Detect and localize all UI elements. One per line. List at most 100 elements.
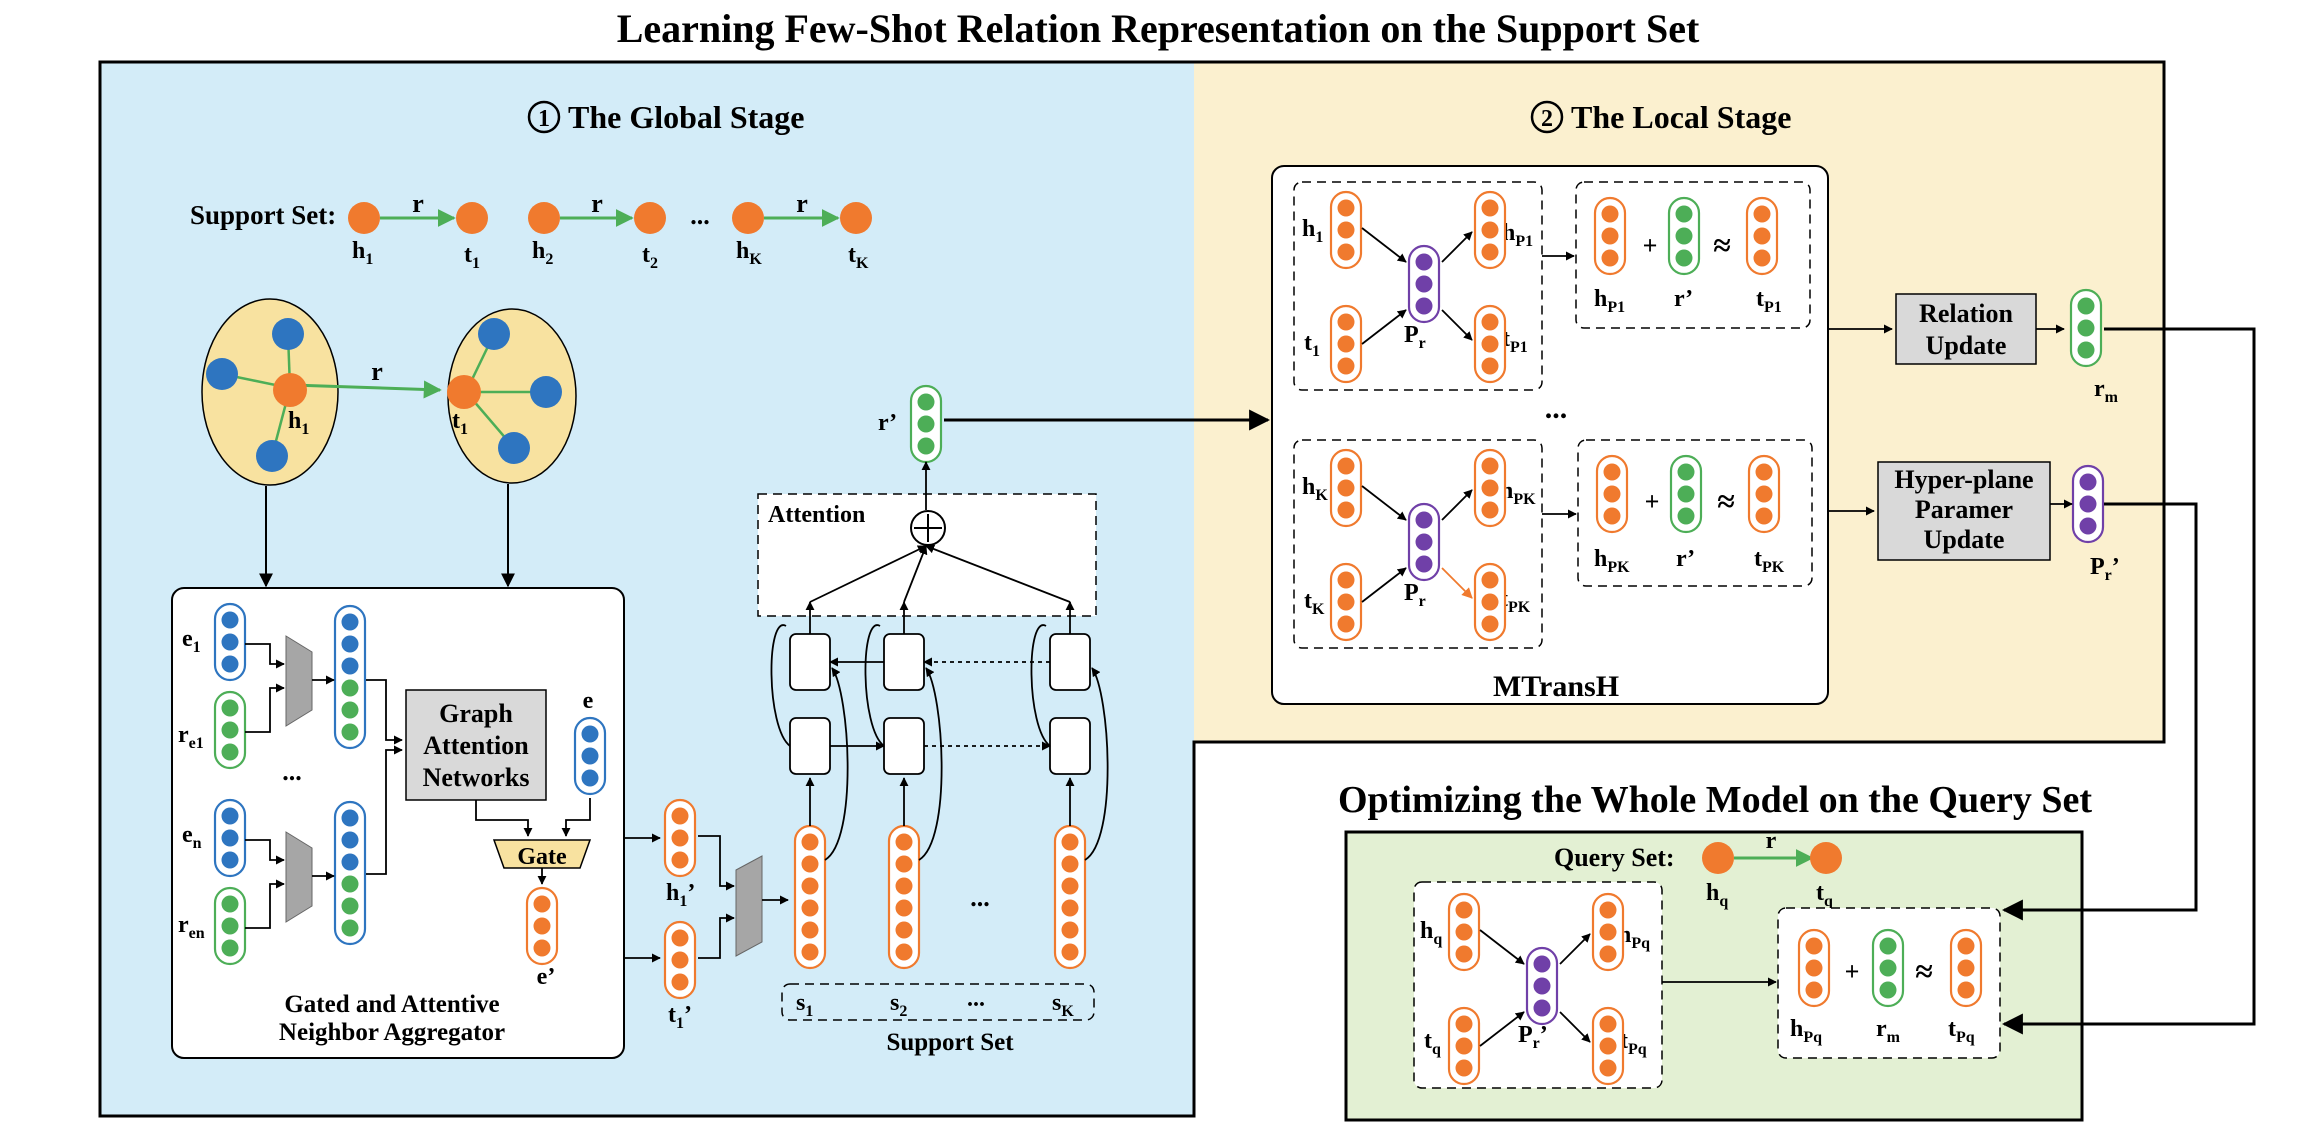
gat-label-line1: Graph — [439, 699, 513, 728]
embedding-unit — [341, 875, 359, 893]
s2-label: s2 — [890, 990, 907, 1020]
support-head-label: h1 — [352, 238, 373, 268]
r-prime-label: r’ — [878, 410, 897, 436]
embedding-unit — [1061, 877, 1079, 895]
embedding-unit — [1455, 945, 1473, 963]
hyperplane-update-line3: Update — [1924, 525, 2005, 554]
embedding-unit — [2077, 341, 2095, 359]
from-hyperplane-link — [1559, 933, 1591, 965]
embedding-unit — [1481, 221, 1499, 239]
embedding-unit — [895, 855, 913, 873]
to-hyperplane-link — [1361, 485, 1407, 521]
embedding-unit — [221, 939, 239, 957]
embedding-unit — [533, 895, 551, 913]
query-t-label: tq — [1816, 880, 1833, 910]
head-symbol: h — [352, 238, 365, 264]
embedding-unit — [801, 877, 819, 895]
s-bracket-ellipsis: ... — [967, 986, 985, 1012]
gat-label-line3: Networks — [423, 763, 530, 792]
embedding-unit — [1061, 833, 1079, 851]
eqK-approx: ≈ — [1717, 483, 1735, 519]
linear-layer — [285, 831, 313, 923]
embedding-unit — [1415, 297, 1433, 315]
embedding-unit — [1603, 485, 1621, 503]
q-eq-r-label: rm — [1876, 1016, 1901, 1046]
embedding-unit — [1455, 1015, 1473, 1033]
embedding-unit — [1599, 945, 1617, 963]
q-p-label: Pr’ — [1518, 1022, 1548, 1052]
q-eq-t-label: tPq — [1948, 1016, 1975, 1046]
query-set-label: Query Set: — [1554, 843, 1675, 872]
support-tail-entity — [456, 202, 488, 234]
to-hyperplane-link — [1361, 567, 1407, 603]
e-label: e — [583, 688, 594, 714]
tail-subscript: 2 — [650, 255, 658, 272]
embedding-unit — [671, 951, 689, 969]
embedding-unit — [341, 853, 359, 871]
center-head-entity — [273, 373, 307, 407]
stage-label: The Global Stage — [568, 99, 804, 135]
pr-to-query-connector — [2001, 502, 2198, 921]
neighborhood-graph: r h1 t1 — [201, 298, 577, 588]
embedding-unit — [1879, 959, 1897, 977]
t1-prime-label: t1’ — [668, 1002, 692, 1032]
embedding-unit — [1337, 357, 1355, 375]
eqK-r-label: r’ — [1676, 546, 1695, 572]
embedding-unit — [221, 829, 239, 847]
linear-layer — [285, 635, 313, 727]
head-symbol: h — [736, 238, 749, 264]
e-to-gate-link — [561, 798, 591, 837]
from-hyperplane-link — [1441, 309, 1473, 341]
query-h-label: hq — [1706, 880, 1728, 910]
head-symbol: h — [532, 238, 545, 264]
to-hyperplane-link — [1361, 309, 1407, 345]
s-bracket — [781, 983, 1095, 1021]
re1-label: re1 — [178, 722, 204, 752]
embedding-unit — [1753, 227, 1771, 245]
support-tail-entity — [840, 202, 872, 234]
gate-trapezoid — [492, 839, 592, 869]
embedding-unit — [895, 899, 913, 917]
support-ellipsis: ... — [690, 201, 710, 230]
relation-update-line1: Relation — [1919, 299, 2013, 328]
equation-group-1 — [1575, 181, 1811, 329]
cell-output-loop — [864, 624, 885, 747]
embedding-unit — [1061, 943, 1079, 961]
embedding-unit — [1455, 923, 1473, 941]
to-gat-link — [366, 679, 403, 745]
embedding-unit — [2079, 473, 2097, 491]
head-neighborhood — [201, 298, 339, 486]
embedding-unit — [895, 877, 913, 895]
query-head-entity — [1702, 842, 1734, 874]
tail-subscript: 1 — [472, 255, 480, 272]
embedding-unit — [1957, 959, 1975, 977]
embedding-unit — [1603, 463, 1621, 481]
embedding-unit — [341, 723, 359, 741]
query-graphics — [1447, 842, 1983, 1086]
embedding-unit — [1415, 511, 1433, 529]
eq1-plus: + — [1643, 231, 1658, 260]
query-title: Optimizing the Whole Model on the Query … — [1338, 779, 2092, 821]
embedding-unit — [1481, 243, 1499, 261]
embedding-unit — [1481, 479, 1499, 497]
neighbor-aggregator: e1 re1 ... en ren Graph Attention Networ… — [171, 587, 625, 1059]
embedding-unit — [1599, 923, 1617, 941]
q-eq-plus: + — [1845, 957, 1860, 986]
embedding-unit — [341, 897, 359, 915]
neighbor-tail-label: t1 — [452, 408, 468, 438]
neighbor-edge — [291, 380, 442, 399]
e-prime-label: e’ — [537, 964, 556, 990]
sK-label: sK — [1052, 990, 1074, 1020]
aggregator-title-line1: Gated and Attentive — [284, 991, 499, 1018]
lstm-cell-forward — [883, 717, 925, 775]
eq1-approx: ≈ — [1713, 227, 1731, 263]
support-set-label: Support Set: — [190, 200, 336, 230]
embedding-unit — [801, 899, 819, 917]
stage-number: 2 — [1541, 106, 1553, 132]
attention-weight-link — [925, 544, 1071, 603]
embedding-unit — [1455, 1037, 1473, 1055]
aggregator-title-line2: Neighbor Aggregator — [279, 1019, 505, 1046]
